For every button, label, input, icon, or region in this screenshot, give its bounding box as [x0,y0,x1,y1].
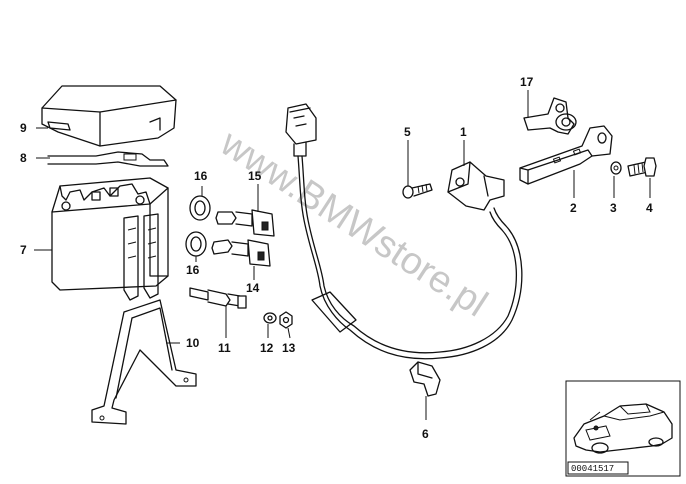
callout-16-lower: 16 [186,263,200,277]
seal-ring-lower [185,231,207,257]
washer-3 [610,161,622,175]
callout-11: 11 [218,341,231,355]
holder-plate-2 [519,125,613,185]
washer [263,312,277,324]
callout-1: 1 [460,125,467,139]
callout-9: 9 [20,121,27,135]
callout-12: 12 [260,341,274,355]
gasket [47,151,169,167]
callout-16-upper: 16 [194,169,208,183]
seal-ring-upper [189,195,211,221]
temperature-sensor-upper [215,209,275,237]
callout-17: 17 [520,75,534,89]
mounting-bracket [91,299,197,425]
cable-clip [409,361,441,397]
temperature-sensor-lower [211,239,271,267]
leader-lines [34,90,651,420]
vehicle-thumbnail: 00041517 [565,380,681,477]
sensor-bracket-17 [523,97,577,135]
callout-6: 6 [422,427,429,441]
bolt-5 [402,183,433,199]
callout-2: 2 [570,201,577,215]
callout-15: 15 [248,169,262,183]
callout-5: 5 [404,125,411,139]
callout-8: 8 [20,151,27,165]
diagram-code: 00041517 [571,464,614,474]
callout-4: 4 [646,201,653,215]
hex-nut [279,311,293,329]
callout-7: 7 [20,243,27,257]
sensor-probe [189,287,247,309]
callout-13: 13 [282,341,296,355]
callout-numbers: 9 8 7 10 11 12 13 14 15 16 16 5 1 17 2 3… [20,75,653,441]
crankshaft-sensor-cable [285,103,523,360]
fusebox-body [51,177,169,301]
callout-10: 10 [186,336,200,350]
callout-14: 14 [246,281,260,295]
car-silhouette-icon [573,403,673,454]
callout-3: 3 [610,201,617,215]
fusebox-cover [41,85,177,147]
screw-4 [627,157,657,177]
